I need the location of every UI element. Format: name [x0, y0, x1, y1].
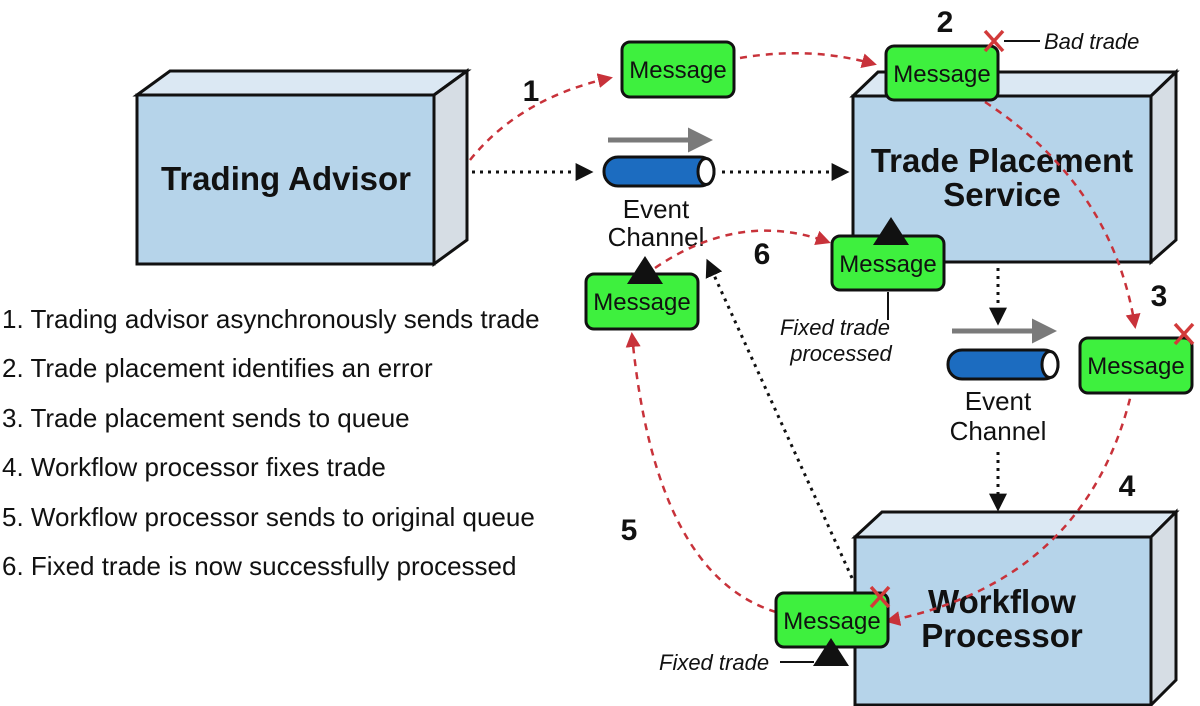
step6-flow-arrow [654, 229, 831, 270]
message-label: Message [629, 57, 726, 84]
trading-advisor-box: Trading Advisor [132, 68, 472, 267]
error-x-icon [983, 29, 1005, 53]
triangle-marker [813, 638, 849, 666]
message-badge-sent: Message [620, 40, 736, 99]
legend-item-3: 3. Trade placement sends to queue [2, 403, 410, 433]
step-legend: 1. Trading advisor asynchronously sends … [2, 304, 540, 581]
step1-flow-arrow [469, 73, 613, 161]
message-label: Message [839, 251, 936, 278]
note-fixed-trade-processed-line1: Fixed trade [780, 315, 890, 340]
step-number-6: 6 [754, 238, 771, 271]
channel-bottom-label-line2: Channel [950, 416, 1047, 446]
legend-item-2: 2. Trade placement identifies an error [2, 353, 433, 383]
legend-item-6: 6. Fixed trade is now successfully proce… [2, 551, 516, 581]
error-x-icon [1173, 322, 1195, 346]
note-fixed-trade-processed-line2: processed [789, 341, 892, 366]
trading-advisor-label: Trading Advisor [161, 160, 411, 197]
event-channel-bottom: Event Channel [946, 318, 1060, 446]
message-badge-processed: Message [830, 234, 946, 292]
message-label: Message [1087, 353, 1184, 380]
workflow-processor-label-line1: Workflow [928, 583, 1076, 620]
message-label: Message [783, 608, 880, 635]
channel-top-label-line1: Event [623, 194, 690, 224]
trade-placement-label-line2: Service [943, 176, 1060, 213]
workflow-processor-box: Workflow Processor [851, 508, 1180, 706]
trade-placement-label-line1: Trade Placement [871, 142, 1133, 179]
message-label: Message [593, 289, 690, 316]
triangle-marker [873, 217, 909, 245]
message-badge-queued: Message [1078, 336, 1194, 395]
channel-bottom-label-line1: Event [965, 386, 1032, 416]
step2-flow-arrow [739, 51, 877, 68]
step-number-5: 5 [621, 514, 638, 547]
legend-item-5: 5. Workflow processor sends to original … [2, 502, 535, 532]
message-label: Message [893, 61, 990, 88]
legend-item-4: 4. Workflow processor fixes trade [2, 452, 386, 482]
message-badge-fixed: Message [774, 591, 890, 649]
legend-item-1: 1. Trading advisor asynchronously sends … [2, 304, 540, 334]
note-fixed-trade: Fixed trade [659, 650, 769, 675]
error-x-icon [869, 585, 891, 609]
step-number-1: 1 [523, 75, 540, 108]
message-badge-bad-trade: Message [884, 44, 1000, 102]
workflow-processor-label-line2: Processor [921, 617, 1083, 654]
step-number-3: 3 [1151, 280, 1168, 313]
channel-top-label-line2: Channel [608, 222, 705, 252]
step5-flow-arrow [625, 332, 777, 614]
step-number-2: 2 [937, 6, 954, 39]
step-number-4: 4 [1119, 470, 1136, 503]
workflow-to-channel-arrow [705, 258, 854, 579]
note-bad-trade: Bad trade [1044, 29, 1139, 54]
triangle-marker [627, 256, 663, 284]
event-channel-top: Event Channel [602, 127, 716, 252]
